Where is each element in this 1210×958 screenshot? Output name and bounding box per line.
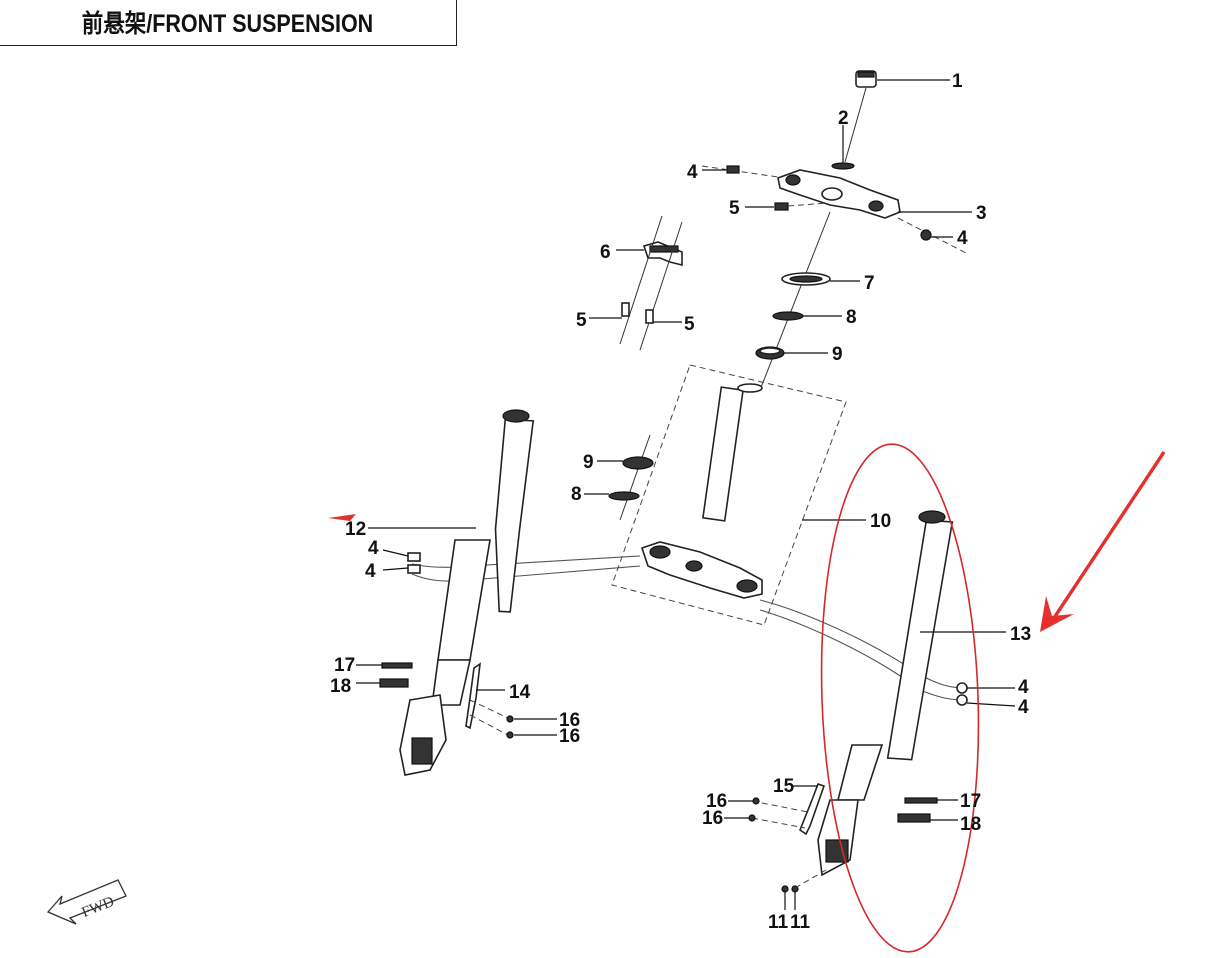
callout-4-right-upper: 4 — [1018, 677, 1029, 698]
callout-16-right-upper: 16 — [706, 791, 727, 812]
part-12-left-fork — [368, 409, 535, 776]
callout-17-left: 17 — [334, 655, 355, 676]
part-15-bracket — [724, 782, 826, 836]
part-3-upper-triple-clamp — [777, 169, 972, 219]
red-marker-tick — [328, 514, 356, 521]
callout-9-top: 9 — [832, 344, 843, 365]
red-highlight-ellipse — [820, 443, 980, 953]
callout-16-left-upper: 16 — [559, 710, 580, 731]
part-5-bolt-top — [745, 202, 829, 211]
callout-4-top-right: 4 — [957, 228, 968, 249]
callout-17-right: 17 — [960, 791, 981, 812]
part-8-race-lower — [584, 491, 640, 501]
callout-3: 3 — [976, 203, 987, 224]
callout-13: 13 — [1010, 624, 1031, 645]
red-pointer-arrow — [1040, 451, 1166, 632]
callout-18-right: 18 — [960, 814, 981, 835]
part-10-lower-triple-clamp-assembly — [611, 364, 866, 626]
callout-5-top: 5 — [729, 198, 740, 219]
callout-11-left: 11 — [768, 912, 789, 933]
callout-6: 6 — [600, 242, 611, 263]
callout-10: 10 — [870, 511, 891, 532]
part-4-bolt-top-right — [897, 217, 969, 255]
callout-4-right-lower: 4 — [1018, 697, 1029, 718]
callout-8-lower: 8 — [571, 484, 582, 505]
callout-16-left-lower: 16 — [559, 726, 580, 747]
part-5-bolt-left — [589, 302, 630, 319]
part-8-race-top — [772, 311, 842, 321]
callout-9-lower: 9 — [583, 452, 594, 473]
parts-17-18-left — [356, 662, 413, 688]
fwd-direction-arrow-icon: FWD — [46, 879, 127, 925]
callout-5-left: 5 — [576, 310, 587, 331]
callout-5-right: 5 — [684, 314, 695, 335]
callout-2: 2 — [838, 108, 849, 129]
part-9-bearing-top — [755, 346, 828, 360]
callout-4-left-upper: 4 — [368, 538, 379, 559]
callout-14: 14 — [509, 682, 531, 703]
part-14-bracket — [465, 662, 557, 739]
part-7-dust-seal — [781, 272, 860, 286]
callout-12: 12 — [345, 519, 366, 540]
callout-8-top: 8 — [846, 307, 857, 328]
part-9-bearing-lower — [597, 434, 654, 521]
part-6-handlebar-clamp — [616, 215, 683, 351]
callout-7: 7 — [864, 273, 875, 294]
part-4-bolts-right-clamp — [956, 682, 1016, 707]
callout-4-top-left: 4 — [687, 162, 698, 183]
part-11-screws — [781, 869, 827, 910]
callout-1: 1 — [952, 71, 963, 92]
callout-16-right-lower: 16 — [702, 808, 723, 829]
callout-4-left-lower: 4 — [365, 561, 376, 582]
title-box: 前悬架/FRONT SUSPENSION — [0, 0, 457, 46]
callout-18-left: 18 — [330, 676, 351, 697]
part-4-bolts-left-clamp — [382, 549, 421, 574]
callout-15: 15 — [773, 776, 795, 797]
part-13-right-fork — [817, 510, 1006, 877]
part-5-bolt-right — [645, 309, 682, 324]
part-4-bolt-top-left — [701, 165, 779, 178]
parts-17-18-right — [897, 797, 958, 823]
part-2-washer — [831, 125, 855, 170]
part-1-cap-nut — [855, 70, 950, 88]
page-title: 前悬架/FRONT SUSPENSION — [81, 10, 374, 38]
callout-11-right: 11 — [790, 912, 811, 933]
